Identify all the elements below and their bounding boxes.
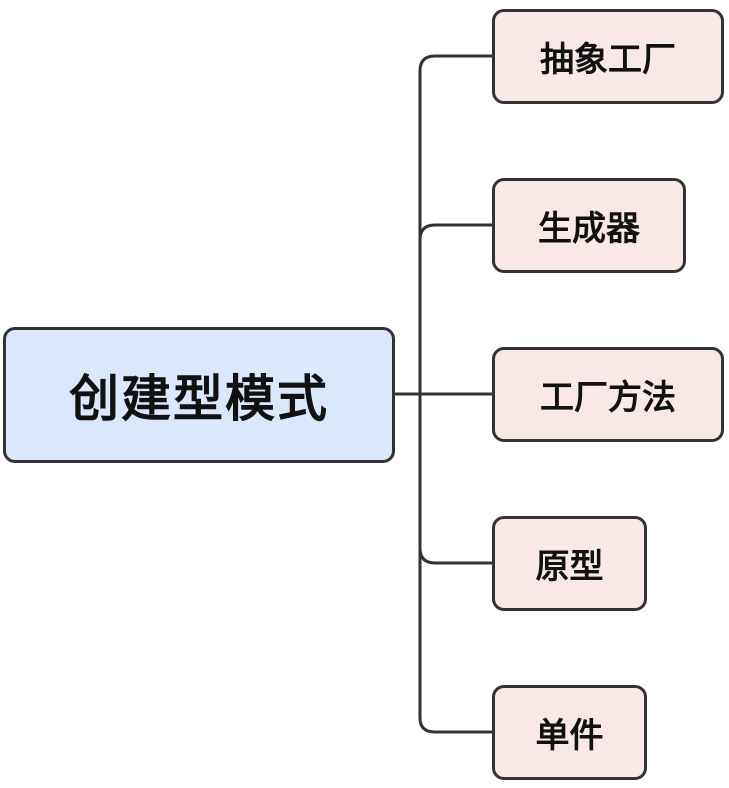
child-node-builder[interactable]: 生成器 bbox=[492, 178, 686, 273]
child-node-label: 生成器 bbox=[538, 209, 640, 249]
child-node-prototype[interactable]: 原型 bbox=[492, 516, 647, 611]
child-node-label: 原型 bbox=[535, 547, 604, 587]
child-node-label: 单件 bbox=[535, 716, 604, 756]
child-node-factory-method[interactable]: 工厂方法 bbox=[492, 347, 724, 442]
root-node-label: 创建型模式 bbox=[69, 370, 329, 428]
connector-branch-1 bbox=[418, 223, 494, 242]
child-node-abstract-factory[interactable]: 抽象工厂 bbox=[492, 9, 724, 104]
root-node[interactable]: 创建型模式 bbox=[3, 327, 395, 463]
child-node-singleton[interactable]: 单件 bbox=[492, 685, 647, 780]
connector-branch-3 bbox=[418, 546, 494, 565]
connector-branch-4 bbox=[418, 716, 494, 734]
child-node-label: 抽象工厂 bbox=[540, 40, 676, 80]
child-node-label: 工厂方法 bbox=[540, 378, 676, 418]
connector-branch-0 bbox=[418, 54, 494, 73]
